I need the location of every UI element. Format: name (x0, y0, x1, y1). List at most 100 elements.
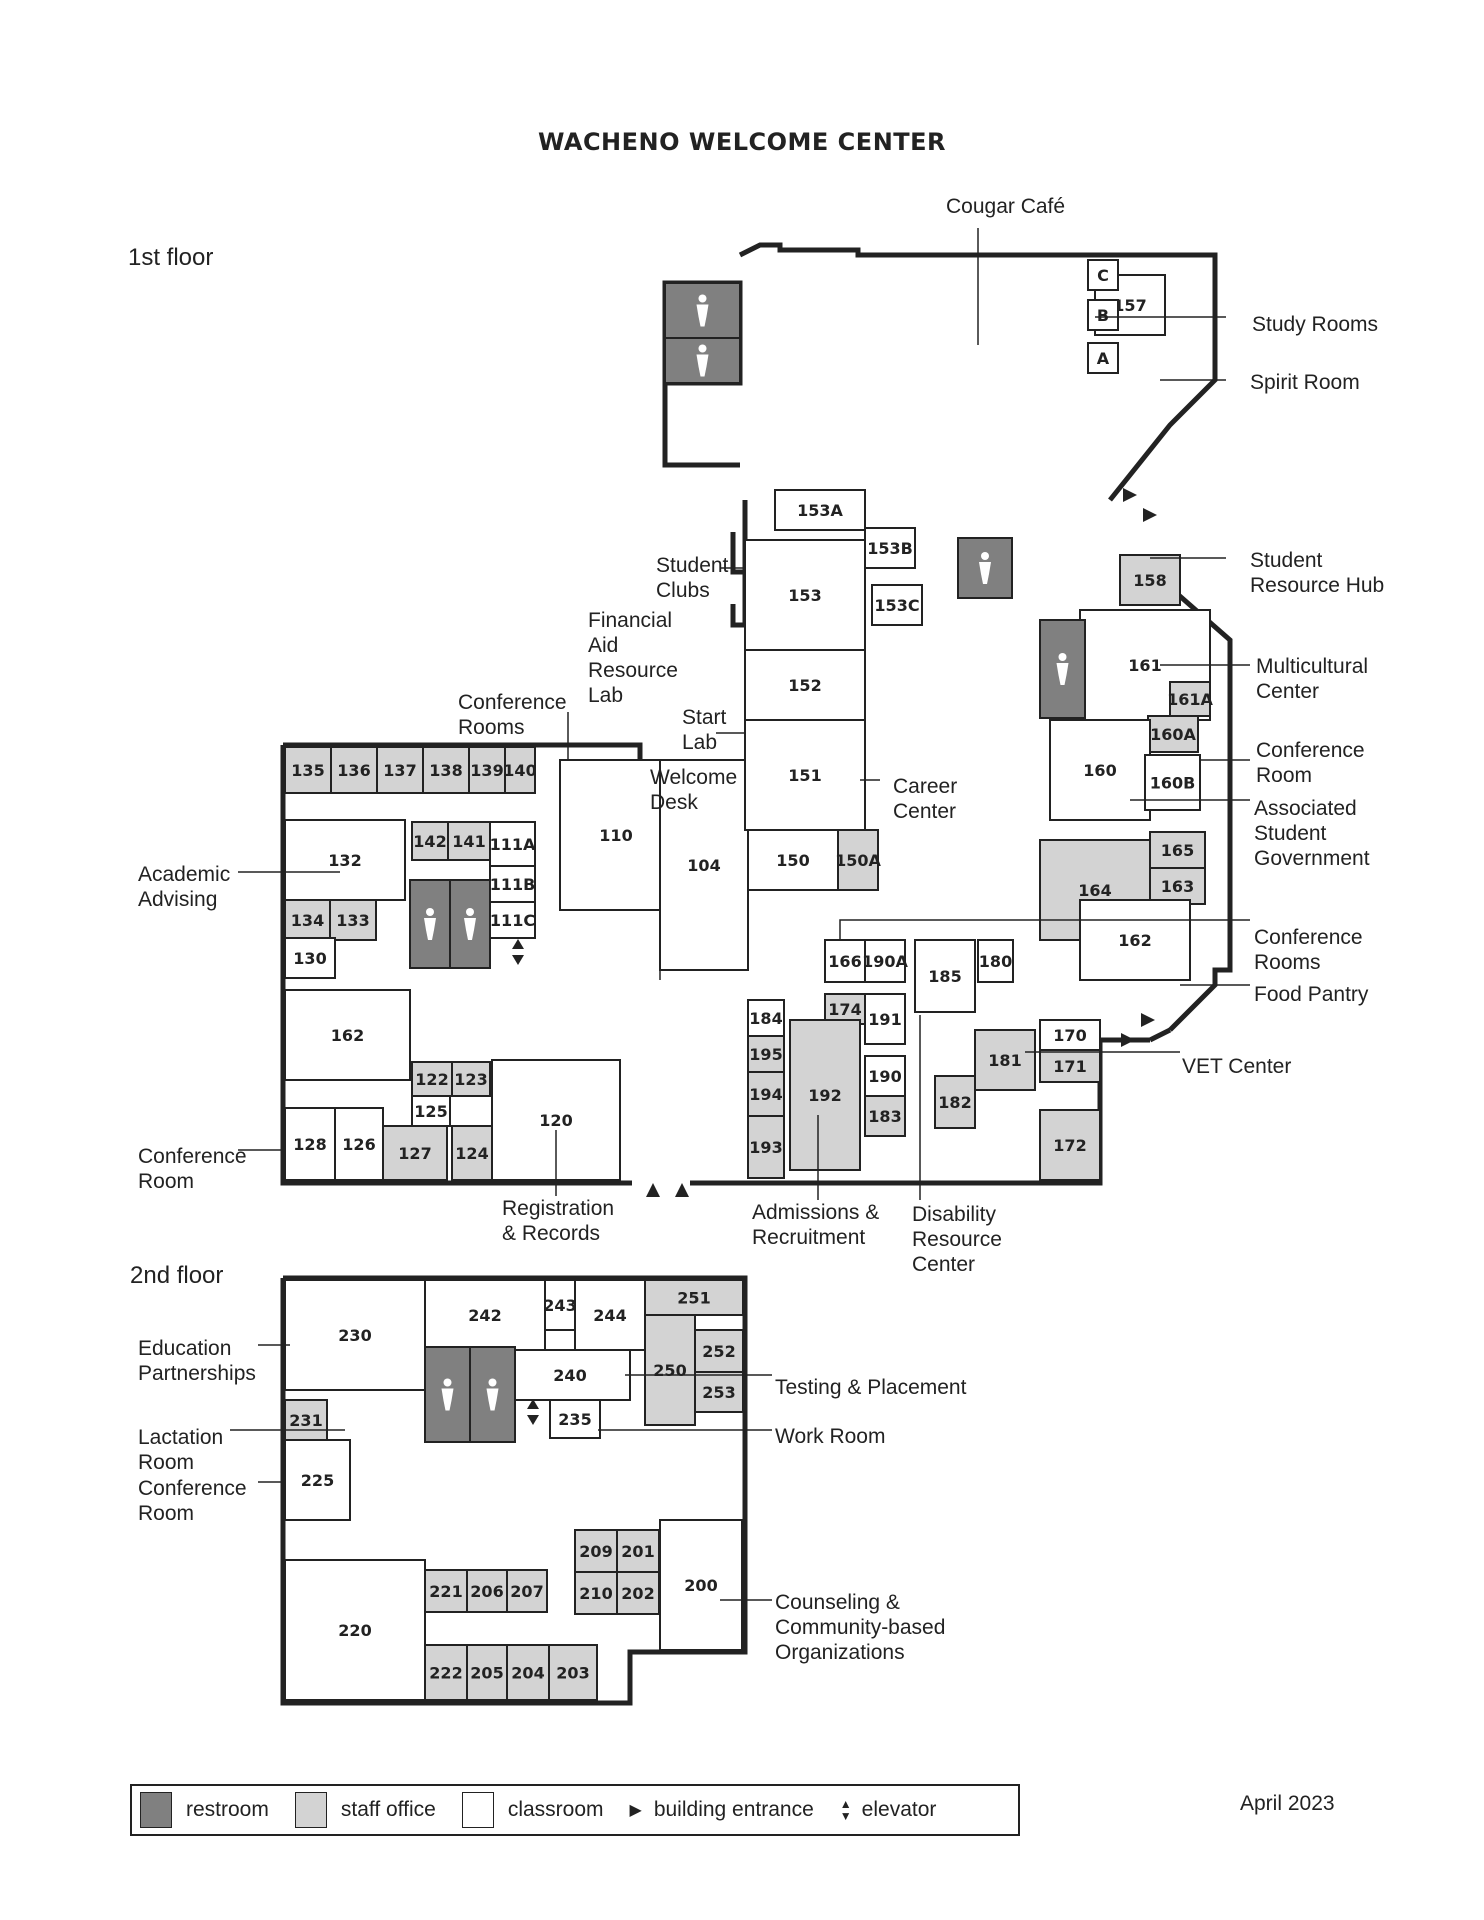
second-room-number-202: 202 (621, 1584, 654, 1603)
first-room-160A (1147, 715, 1199, 753)
first-room-number-166: 166 (828, 952, 861, 971)
label-financial-aid: Financial Aid Resource Lab (588, 609, 678, 707)
first-room-172 (1039, 1109, 1101, 1181)
second-room-205 (466, 1644, 508, 1701)
label-lactation-room: Lactation Room (138, 1426, 224, 1474)
first-room-number-161A: 161A (1167, 690, 1213, 709)
first-room-number-193: 193 (749, 1138, 782, 1157)
second-room-number-240: 240 (553, 1366, 586, 1385)
label-conference-rooms-2: Conference Rooms (1254, 926, 1363, 974)
second-floor-heading: 2nd floor (130, 1262, 224, 1289)
second-room-number-222: 222 (429, 1664, 462, 1683)
first-room-number-158: 158 (1133, 571, 1166, 590)
second-room-235 (549, 1399, 601, 1439)
first-room-171 (1039, 1049, 1101, 1083)
elevator-icon (527, 1399, 539, 1425)
first-room-132 (284, 819, 406, 901)
second-room-225 (284, 1439, 351, 1521)
label-disability: Disability Resource Center (912, 1203, 1002, 1276)
first-room-170 (1039, 1019, 1101, 1051)
first-room-number-153A: 153A (797, 501, 843, 520)
second-room-251 (644, 1279, 744, 1316)
second-room-number-200: 200 (684, 1576, 717, 1595)
first-room-124 (451, 1125, 493, 1181)
first-room-number-150: 150 (776, 851, 809, 870)
first-room-138 (422, 746, 470, 794)
first-room-160B (1144, 754, 1201, 811)
first-room-number-139: 139 (470, 761, 503, 780)
first-room-111C (489, 901, 536, 939)
first-room-104 (659, 759, 749, 971)
label-student-resource-hub: Student Resource Hub (1250, 549, 1385, 597)
first-room-number-161: 161 (1128, 656, 1161, 675)
entrance-triangle-icon: ▶ (629, 1802, 642, 1819)
second-room-200 (659, 1519, 743, 1651)
map-legend: restroom staff office classroom ▶ buildi… (130, 1784, 1020, 1836)
first-room-A (1087, 342, 1119, 374)
first-room-number-160A: 160A (1150, 725, 1196, 744)
first-room-number-195: 195 (749, 1045, 782, 1064)
second-room-number-203: 203 (556, 1664, 589, 1683)
first-room-number-138: 138 (429, 761, 462, 780)
first-room-number-162: 162 (1118, 931, 1151, 950)
legend-staff-office-label: staff office (340, 1798, 436, 1821)
second-room-242 (424, 1279, 546, 1351)
second-room-203 (548, 1644, 598, 1701)
first-room-number-122: 122 (415, 1070, 448, 1089)
first-room-number-137: 137 (383, 761, 416, 780)
second-room-210 (574, 1571, 618, 1615)
first-room-150A (837, 829, 879, 891)
first-room-163 (1149, 867, 1206, 905)
first-room-number-111B: 111B (490, 875, 536, 894)
first-floor-heading: 1st floor (128, 244, 214, 271)
legend-elevator-label: elevator (861, 1798, 937, 1821)
label-conference-room-1: Conference Room (1256, 739, 1365, 787)
second-room-number-205: 205 (470, 1664, 503, 1683)
first-room-185 (914, 939, 976, 1013)
label-conference-room-2: Conference Room (138, 1145, 247, 1193)
first-room-135 (284, 746, 332, 794)
first-room-195 (747, 1035, 785, 1073)
entrance-triangle-icon (1143, 508, 1157, 522)
first-room-111A (489, 821, 536, 867)
first-room-110 (559, 759, 673, 911)
first-room-153A (774, 489, 866, 531)
first-room-126 (334, 1107, 384, 1181)
first-room-number-190A: 190A (862, 952, 908, 971)
label-testing-placement: Testing & Placement (775, 1376, 967, 1399)
restroom-person-icon (486, 1378, 499, 1411)
second-room-number-209: 209 (579, 1542, 612, 1561)
first-room-158 (1119, 554, 1181, 606)
first-room-192 (789, 1019, 861, 1171)
first-room-number-111C: 111C (490, 911, 535, 930)
label-welcome-desk: Welcome Desk (650, 766, 738, 814)
leader-line (839, 919, 1250, 940)
first-room-127 (382, 1125, 448, 1181)
first-room-181 (974, 1029, 1036, 1091)
first-room-137 (376, 746, 424, 794)
restroom-person-icon (464, 908, 476, 940)
second-room-number-230: 230 (338, 1326, 371, 1345)
second-room-number-235: 235 (558, 1410, 591, 1429)
second-room-250 (644, 1314, 696, 1426)
entrance-triangle-icon (1121, 1033, 1135, 1047)
second-room-number-244: 244 (593, 1306, 626, 1325)
restroom-person-icon (424, 908, 436, 940)
first-room-161A (1169, 681, 1211, 717)
first-room-number-123: 123 (454, 1070, 487, 1089)
restroom-swatch (140, 1792, 172, 1828)
label-academic-advising: Academic Advising (138, 863, 231, 911)
first-room-number-110: 110 (599, 826, 632, 845)
first-room-182 (934, 1075, 976, 1129)
first-room-number-134: 134 (291, 911, 324, 930)
first-room-153B (864, 527, 916, 569)
restroom-person-icon (696, 294, 709, 327)
second-room-number-206: 206 (470, 1582, 503, 1601)
restroom-person-icon (1056, 653, 1069, 685)
second-room-number-201: 201 (621, 1542, 654, 1561)
first-room-number-140: 140 (503, 761, 536, 780)
second-room-243 (544, 1279, 576, 1331)
label-food-pantry: Food Pantry (1254, 983, 1369, 1006)
